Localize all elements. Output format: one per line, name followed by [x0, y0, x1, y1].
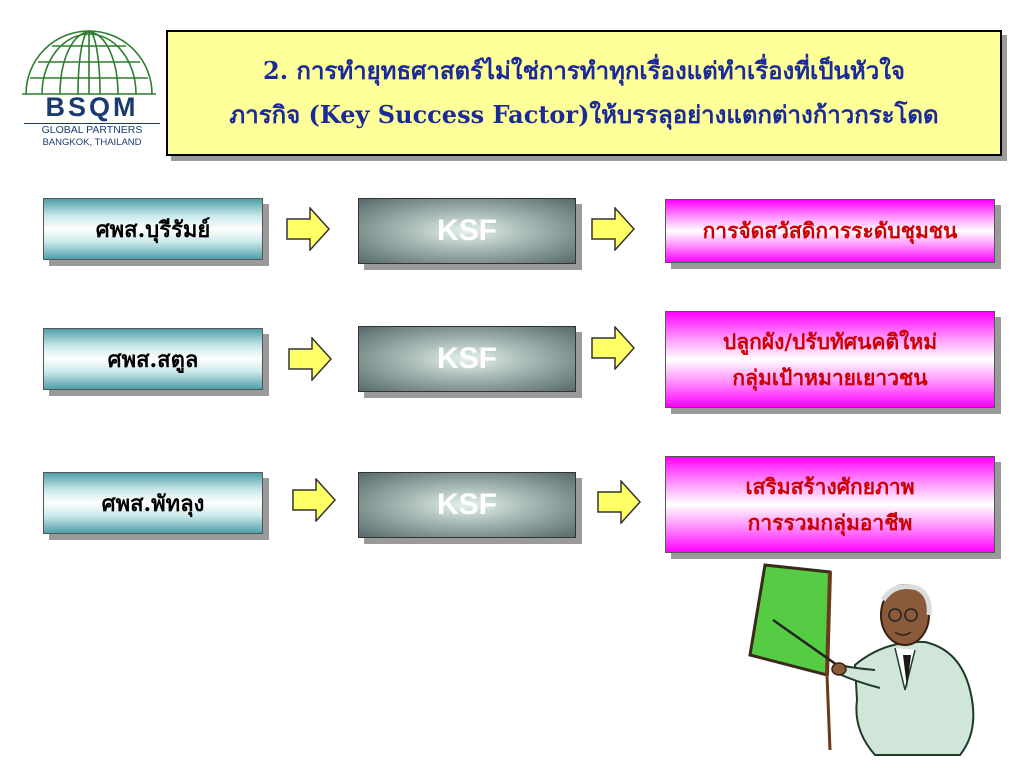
bsqm-logo: BSQM GLOBAL PARTNERS BANGKOK, THAILAND — [18, 22, 160, 152]
ksf-box-2: KSF — [358, 326, 576, 392]
arrow-right-icon — [292, 478, 336, 522]
result-line: กลุ่มเป้าหมายเยาวชน — [732, 364, 928, 390]
logo-location: BANGKOK, THAILAND — [42, 137, 142, 148]
result-line: เสริมสร้างศักยภาพ — [745, 473, 915, 499]
arrow-right-icon — [286, 207, 330, 251]
result-box-1: การจัดสวัสดิการระดับชุมชน — [665, 199, 995, 263]
center-box-2: ศพส.สตูล — [43, 328, 263, 390]
ksf-box-3: KSF — [358, 472, 576, 538]
result-box-2: ปลูกผัง/ปรับทัศนคติใหม่ กลุ่มเป้าหมายเยา… — [665, 311, 995, 408]
center-box-3: ศพส.พัทลุง — [43, 472, 263, 534]
arrow-right-icon — [288, 337, 332, 381]
arrow-right-icon — [591, 207, 635, 251]
arrow-right-icon — [591, 326, 635, 370]
logo-brand: BSQM — [45, 92, 139, 122]
result-box-3: เสริมสร้างศักยภาพ การรวมกลุ่มอาชีพ — [665, 456, 995, 553]
globe-icon — [22, 30, 156, 95]
arrow-right-icon — [597, 480, 641, 524]
result-line: ปลูกผัง/ปรับทัศนคติใหม่ — [722, 328, 938, 354]
title-line-2: ภารกิจ (Key Success Factor)ให้บรรลุอย่าง… — [229, 100, 939, 129]
title-box: 2. การทำยุทธศาสตร์ไม่ใช่การทำทุกเรื่องแต… — [166, 30, 1002, 156]
title-line-1: 2. การทำยุทธศาสตร์ไม่ใช่การทำทุกเรื่องแต… — [263, 56, 905, 85]
ksf-box-1: KSF — [358, 198, 576, 264]
presenter-illustration — [748, 563, 975, 756]
center-box-1: ศพส.บุรีรัมย์ — [43, 198, 263, 260]
logo-subtitle: GLOBAL PARTNERS — [24, 123, 160, 136]
result-line: การจัดสวัสดิการระดับชุมชน — [702, 218, 958, 243]
result-line: การรวมกลุ่มอาชีพ — [747, 509, 913, 535]
